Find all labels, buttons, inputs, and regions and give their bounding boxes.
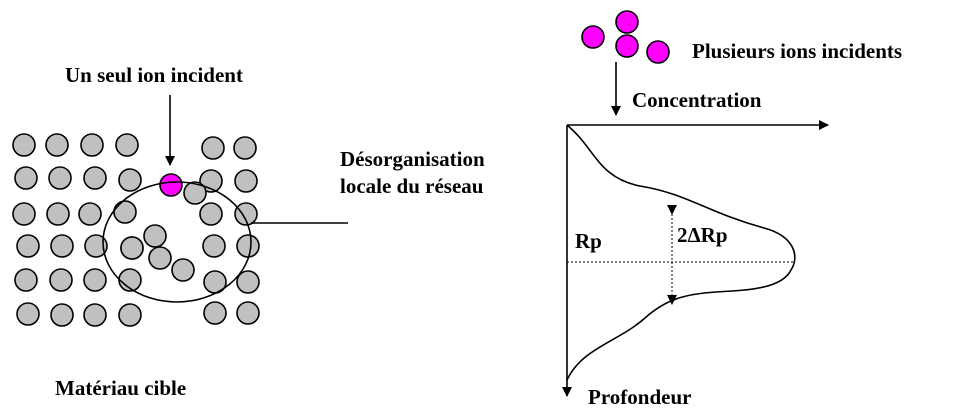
atom <box>233 136 257 160</box>
atom <box>50 234 74 258</box>
incident-ion <box>615 34 639 58</box>
atom <box>49 268 73 292</box>
atom <box>16 234 40 258</box>
delta-rp-label: 2ΔRp <box>677 223 728 247</box>
atom <box>83 303 107 327</box>
rp-label: Rp <box>575 229 602 253</box>
atom <box>201 136 225 160</box>
atom <box>83 166 107 190</box>
local-disorder-ellipse <box>102 181 252 303</box>
incident-ion <box>615 10 639 34</box>
concentration-profile-curve <box>566 124 796 381</box>
atom <box>234 169 258 193</box>
single-ion-label: Un seul ion incident <box>65 63 243 87</box>
atom <box>236 270 260 294</box>
atom <box>84 234 108 258</box>
atom <box>50 303 74 327</box>
atom <box>45 133 69 157</box>
atom <box>203 301 227 325</box>
atom <box>12 202 36 226</box>
displaced-atom <box>120 236 144 260</box>
incident-ion <box>581 25 605 49</box>
atom <box>83 268 107 292</box>
displaced-atom <box>171 258 195 282</box>
atom <box>48 166 72 190</box>
disorder-label-line1: Désorganisation <box>340 147 485 171</box>
depth-axis-label: Profondeur <box>588 385 691 409</box>
atom <box>78 202 102 226</box>
displaced-atom <box>183 181 207 205</box>
atom <box>12 133 36 157</box>
atom-lattice <box>12 133 260 327</box>
atom <box>234 202 258 226</box>
atom <box>80 133 104 157</box>
incident-ion <box>159 173 183 197</box>
displaced-atom <box>148 246 172 270</box>
disorder-label-line2: locale du réseau <box>340 174 484 198</box>
atom <box>199 202 223 226</box>
atom <box>202 234 226 258</box>
atom <box>118 168 142 192</box>
multiple-ions-cluster <box>581 10 670 64</box>
incident-ion <box>646 40 670 64</box>
multiple-ions-label: Plusieurs ions incidents <box>692 39 902 63</box>
atom <box>236 234 260 258</box>
concentration-axis-label: Concentration <box>632 88 762 112</box>
atom <box>115 133 139 157</box>
atom <box>16 302 40 326</box>
displaced-atom <box>143 224 167 248</box>
atom <box>14 166 38 190</box>
atom <box>118 303 142 327</box>
target-material-label: Matériau cible <box>55 376 186 400</box>
atom <box>14 268 38 292</box>
atom <box>113 200 137 224</box>
atom <box>46 202 70 226</box>
atom <box>236 301 260 325</box>
